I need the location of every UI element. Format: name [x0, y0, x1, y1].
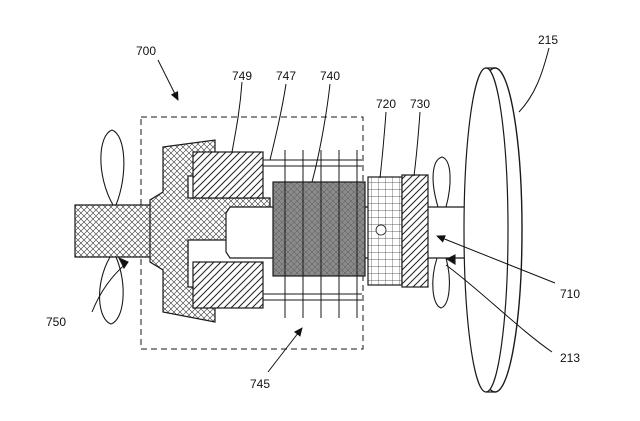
label-720: 720: [376, 97, 396, 111]
label-730: 730: [410, 97, 430, 111]
label-215: 215: [538, 33, 558, 47]
right-rotation-indicator: [432, 156, 456, 309]
label-745: 745: [250, 377, 270, 391]
label-747: 747: [276, 69, 296, 83]
label-740: 740: [320, 69, 340, 83]
bearing-circle: [375, 224, 387, 236]
label-213: 213: [560, 351, 580, 365]
diagonal-block-730: [401, 174, 429, 288]
coil-vertical-lines-745: [284, 150, 358, 318]
label-750: 750: [46, 315, 66, 329]
label-749: 749: [232, 69, 252, 83]
wheel-215: [463, 67, 523, 393]
upper-mount-block-749: [192, 151, 264, 199]
label-700: 700: [136, 44, 156, 58]
leader-lines: [91, 47, 556, 373]
lower-mount-block-749: [192, 261, 264, 309]
rods-747: [263, 159, 362, 301]
coil-block-740: [272, 181, 366, 277]
label-710: 710: [560, 287, 580, 301]
left-rotation-indicator: [99, 129, 129, 325]
